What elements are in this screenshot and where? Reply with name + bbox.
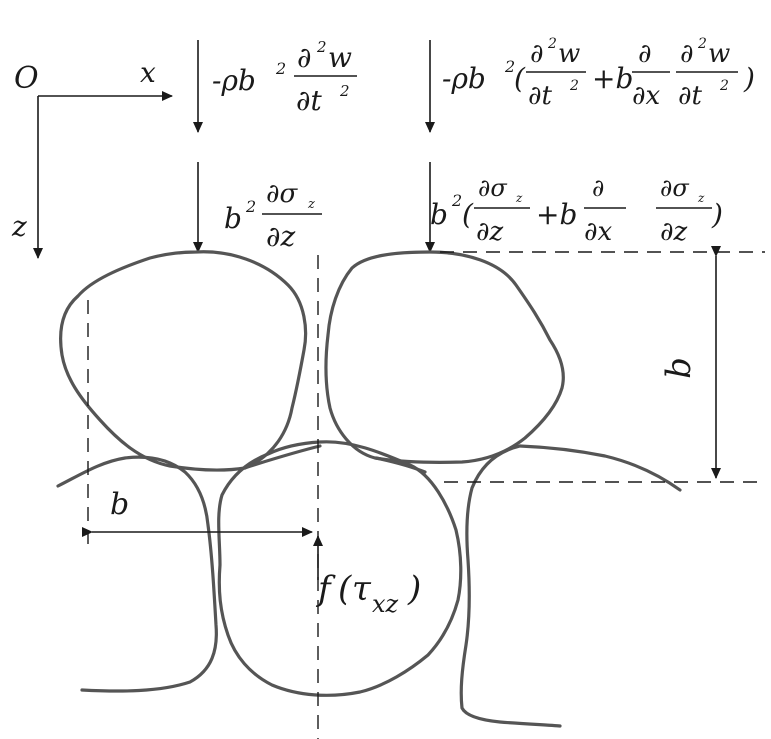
left-stress-den: ∂z (266, 220, 295, 253)
right-inertia-prefix: -ρb (442, 62, 486, 95)
vertical-b-label: b (659, 357, 699, 379)
right-inertia-f3-sup: 2 (697, 36, 707, 52)
right-inertia-f1-den-sup: 2 (569, 78, 579, 94)
right-stress-open: ( (462, 198, 474, 231)
right-stress-close: ) (711, 198, 723, 231)
left-inertia-term: -ρb 2 ∂ 2 w ∂t 2 (212, 38, 357, 117)
z-axis-label: z (11, 210, 27, 243)
right-stress-sup: 2 (451, 191, 462, 210)
left-inertia-num-w: w (328, 41, 352, 74)
right-stress-f3-den: ∂z (660, 217, 687, 247)
right-stress-f3-num: ∂σ (660, 174, 689, 202)
right-stress-f1-num: ∂σ (478, 174, 507, 202)
right-stress-f2-num: ∂ (592, 174, 604, 202)
right-inertia-open: ( (514, 62, 526, 95)
shear-label-f: f (315, 569, 336, 609)
right-stress-f2-den: ∂x (584, 217, 612, 247)
right-stress-f1-sub: z (515, 191, 523, 205)
right-stress-f1-den: ∂z (476, 217, 503, 247)
left-stress-prefix: b (224, 202, 242, 235)
grain-contact-seam-right (374, 456, 427, 474)
left-inertia-den: ∂t (296, 84, 322, 117)
x-axis-label: x (140, 56, 156, 89)
right-inertia-f3-w: w (708, 39, 730, 69)
coordinate-axes: O x z (11, 56, 173, 259)
grain-lower-middle (217, 440, 463, 697)
right-stress-plus-b: +b (536, 198, 577, 231)
left-stress-num: ∂σ (266, 179, 298, 209)
shear-label-tau: τ (352, 569, 372, 609)
left-inertia-prefix: -ρb (212, 64, 256, 97)
right-stress-term: b 2 ( ∂σ z ∂z +b ∂ ∂x ∂σ z ∂z ) (430, 174, 723, 247)
shear-label: f ( τ xz ) (315, 569, 421, 618)
right-inertia-sup: 2 (504, 57, 515, 76)
left-inertia-den-sup: 2 (339, 82, 350, 100)
shear-label-open: ( (338, 569, 352, 609)
shear-label-close: ) (407, 569, 421, 609)
right-inertia-f1-den: ∂t (528, 81, 552, 111)
dimension-lines: b b (82, 246, 765, 739)
left-stress-num-sub: z (307, 197, 315, 212)
shear-label-sub: xz (372, 590, 399, 618)
grains (56, 250, 682, 728)
horizontal-b-label: b (110, 487, 129, 522)
right-stress-f3-sub: z (697, 191, 705, 205)
left-inertia-num-sup: 2 (316, 38, 327, 56)
grain-lower-right-contour (459, 444, 682, 728)
left-stress-term: b 2 ∂σ z ∂z (224, 179, 322, 253)
right-inertia-f1-num: ∂ (530, 39, 543, 69)
right-inertia-f2-den: ∂x (632, 81, 660, 111)
left-stress-sup: 2 (245, 197, 256, 216)
grain-lower-left-contour (56, 455, 218, 693)
right-inertia-term: -ρb 2 ( ∂ 2 w ∂t 2 +b ∂ ∂x ∂ 2 w ∂t 2 ) (442, 36, 755, 111)
right-inertia-close: ) (743, 62, 755, 95)
right-inertia-f1-w: w (558, 39, 580, 69)
right-stress-prefix: b (430, 198, 448, 231)
left-inertia-num-d: ∂ (297, 41, 311, 74)
right-inertia-f3-den-sup: 2 (719, 78, 729, 94)
grain-contact-seam-left (242, 444, 322, 470)
right-inertia-plus-b: +b (592, 62, 633, 95)
right-inertia-f3-num: ∂ (680, 39, 693, 69)
grain-upper-right (324, 250, 565, 464)
grain-upper-left (58, 250, 308, 472)
right-inertia-f2-num: ∂ (638, 39, 651, 69)
right-inertia-f1-sup: 2 (547, 36, 557, 52)
left-inertia-sup: 2 (275, 59, 286, 78)
origin-label: O (14, 61, 39, 96)
right-inertia-f3-den: ∂t (678, 81, 702, 111)
